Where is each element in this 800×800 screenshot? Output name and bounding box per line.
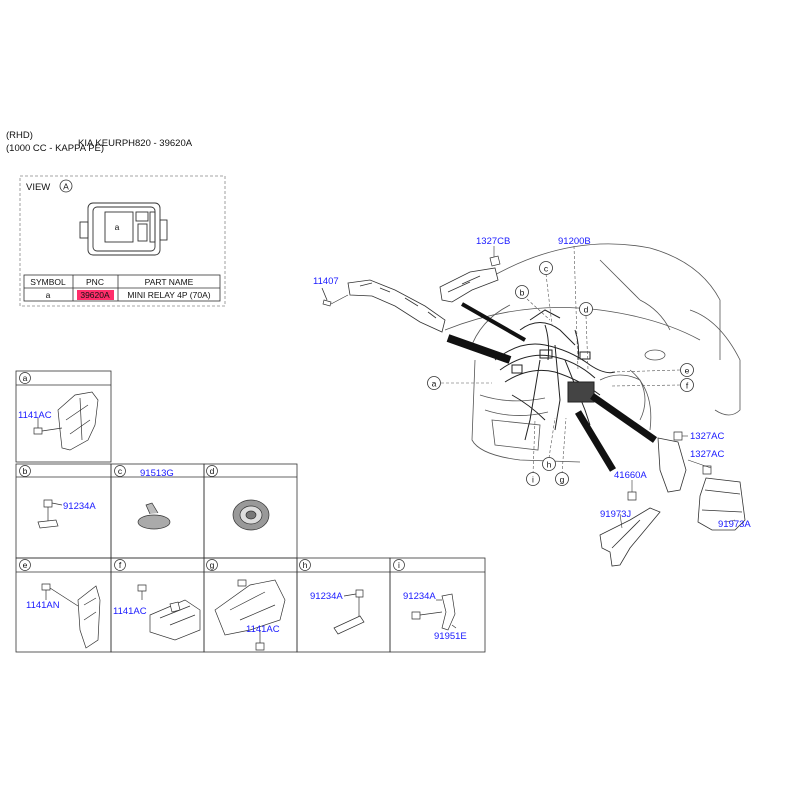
panel-i-part2-link[interactable]: 91951E (434, 631, 467, 642)
panel-i-drawing (411, 593, 457, 631)
panel-h-part-link[interactable]: 91234A (310, 591, 343, 602)
panel-a-part-link[interactable]: 1141AC (18, 410, 52, 421)
svg-text:b: b (23, 466, 28, 476)
table-cell-part-name: MINI RELAY 4P (70A) (127, 290, 210, 300)
part-1327ac-upper-link[interactable]: 1327AC (690, 431, 724, 442)
view-box-border (19, 175, 226, 307)
panel-a-drawing (33, 391, 99, 451)
callout-h[interactable]: h (542, 457, 556, 471)
svg-text:h: h (547, 460, 552, 470)
svg-text:a: a (432, 379, 437, 389)
solid-leaders (619, 435, 736, 529)
svg-text:g: g (560, 475, 565, 485)
panel-h-letter: h (299, 559, 311, 571)
document-reference: KIA KEURPH820 - 39620A (78, 138, 193, 149)
panel-c-drawing (137, 502, 171, 530)
panel-letters: a b c d e f g h (19, 372, 405, 571)
panel-e-letter: e (19, 559, 31, 571)
svg-text:b: b (520, 288, 525, 298)
table-header-symbol: SYMBOL (30, 277, 66, 287)
callout-c[interactable]: c (539, 261, 553, 275)
diagram-header: (RHD) (1000 CC - KAPPA PE) KIA KEURPH820… (6, 130, 193, 154)
box-91973a (697, 477, 746, 531)
part-91973a-link[interactable]: 91973A (718, 519, 751, 530)
callout-i[interactable]: i (526, 472, 540, 486)
svg-text:e: e (685, 366, 690, 376)
svg-text:g: g (210, 560, 215, 570)
view-a-box: VIEW A a SYMBOL PNC PART NAME a 39620A M… (19, 175, 226, 307)
clip-1327cb (489, 255, 501, 267)
leader-bars (446, 302, 658, 472)
svg-text:i: i (398, 560, 400, 570)
detail-grid (15, 370, 486, 653)
part-1327cb-link[interactable]: 1327CB (476, 236, 510, 247)
callout-e[interactable]: e (680, 363, 694, 377)
panel-a-letter: a (19, 372, 31, 384)
panel-g-drawing (214, 579, 286, 651)
svg-text:c: c (118, 466, 123, 476)
table-cell-pnc-link[interactable]: 39620A (80, 290, 110, 300)
callout-g[interactable]: g (555, 472, 569, 486)
variant-rhd-label: (RHD) (6, 130, 33, 141)
dashed-leaders (441, 245, 681, 475)
panel-e-part-link[interactable]: 1141AN (26, 600, 60, 611)
clip-1327ac-lower (702, 465, 712, 475)
view-title: VIEW (26, 182, 50, 193)
harness-duct-11407 (347, 279, 446, 333)
wiring-harness (494, 309, 616, 441)
panel-g-part-link[interactable]: 1141AC (246, 624, 280, 635)
panel-f-part-link[interactable]: 1141AC (113, 606, 147, 617)
part-1327ac-lower-link[interactable]: 1327AC (690, 449, 724, 460)
svg-text:h: h (303, 560, 308, 570)
main-assembly: a b c d e f g h (313, 236, 751, 567)
svg-text:i: i (532, 475, 534, 485)
bolt-11407 (322, 299, 332, 307)
pnc-highlight (77, 290, 114, 300)
callout-a[interactable]: a (427, 376, 441, 390)
panel-d-drawing (232, 499, 270, 531)
parts-table (23, 274, 221, 302)
callout-b[interactable]: b (515, 285, 529, 299)
table-cell-symbol: a (46, 290, 51, 300)
cover-part (657, 437, 687, 493)
panel-b-drawing (37, 499, 63, 529)
panel-f-drawing (137, 584, 201, 641)
panel-b-part-link[interactable]: 91234A (63, 501, 96, 512)
svg-text:f: f (686, 381, 689, 391)
panel-b-letter: b (19, 465, 31, 477)
callout-f[interactable]: f (680, 378, 694, 392)
view-letter: A (63, 182, 69, 192)
panel-c-letter: c (114, 465, 126, 477)
svg-text:f: f (119, 560, 122, 570)
panel-g-letter: g (206, 559, 218, 571)
part-41660a-link[interactable]: 41660A (614, 470, 647, 481)
panel-e-drawing (41, 583, 101, 649)
bracket-91973j (599, 507, 661, 567)
bolt-41660a (627, 491, 637, 501)
part-91200b-link[interactable]: 91200B (558, 236, 591, 247)
svg-text:a: a (23, 373, 28, 383)
table-header-part-name: PART NAME (145, 277, 194, 287)
svg-text:c: c (544, 264, 549, 274)
mini-relay-drawing (79, 202, 168, 256)
panel-d-letter: d (206, 465, 218, 477)
panel-i-letter: i (393, 559, 405, 571)
relay-symbol-label: a (115, 222, 120, 232)
svg-text:d: d (584, 305, 589, 315)
harness-duct-1327cb (439, 267, 499, 303)
svg-text:d: d (210, 466, 215, 476)
panel-h-drawing (333, 589, 365, 635)
callout-d[interactable]: d (579, 302, 593, 316)
engine-variant-label: (1000 CC - KAPPA PE) (6, 143, 104, 154)
panel-i-part1-link[interactable]: 91234A (403, 591, 436, 602)
part-91973j-link[interactable]: 91973J (600, 509, 631, 520)
view-letter-circle (59, 179, 73, 193)
clip-1327ac-upper (673, 431, 683, 441)
panel-f-letter: f (114, 559, 126, 571)
panel-c-part-link[interactable]: 91513G (140, 468, 174, 479)
table-header-pnc: PNC (86, 277, 104, 287)
svg-text:e: e (23, 560, 28, 570)
part-11407-link[interactable]: 11407 (313, 276, 339, 287)
